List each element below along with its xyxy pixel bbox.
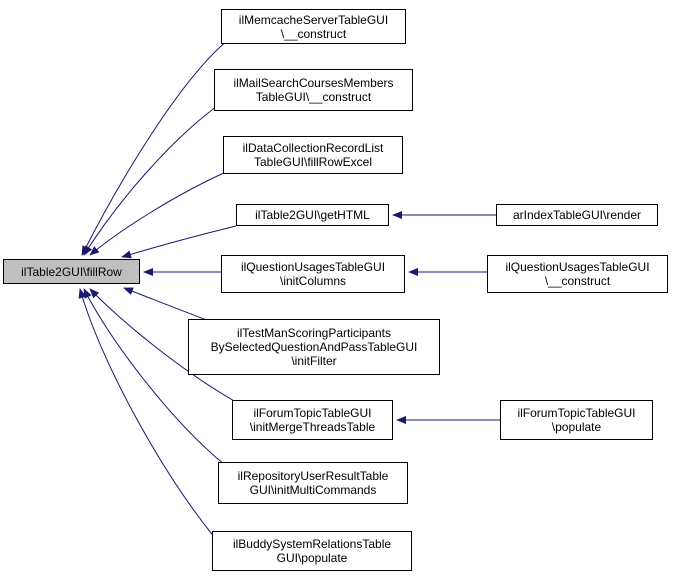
node-label-line: ilDataCollectionRecordList: [242, 141, 384, 155]
edge-buddy-to-fillRow: [78, 288, 216, 539]
node-label-line: ilQuestionUsagesTableGUI: [240, 260, 386, 274]
node-label-line: \initFilter: [291, 354, 337, 368]
node-label-line: ilForumTopicTableGUI: [517, 406, 636, 420]
edges: [78, 39, 500, 539]
edge-repository-to-fillRow: [83, 288, 226, 466]
node-label-line: \__construct: [280, 26, 347, 41]
edge-getHTML-to-fillRow: [121, 225, 237, 259]
node-label-line: ilRepositoryUserResultTable: [237, 469, 389, 483]
node-label-line: \populate: [551, 420, 602, 434]
node-label-line: ilTable2GUI\getHTML: [255, 208, 370, 222]
node-label-line: \__construct: [544, 274, 611, 288]
node-label-line: \initColumns: [279, 274, 347, 288]
node-label-line: arIndexTableGUI\render: [512, 208, 642, 222]
node-ilQuestionUsagesTableGUI-initColumns[interactable]: ilQuestionUsagesTableGUI\initColumns: [221, 255, 405, 293]
node-label-line: GUI\initMultiCommands: [249, 483, 377, 497]
node-ilForumTopicTableGUI-populate[interactable]: ilForumTopicTableGUI\populate: [500, 400, 653, 440]
edge-testman-to-fillRow: [123, 287, 213, 323]
node-label-line: ilMailSearchCoursesMembers: [233, 76, 394, 90]
node-arIndexTableGUI-render[interactable]: arIndexTableGUI\render: [496, 204, 658, 226]
node-label-line: ilBuddySystemRelationsTable: [232, 537, 392, 551]
edge-forumtopic-to-fillRow: [89, 288, 237, 403]
node-label-line: ilForumTopicTableGUI: [253, 406, 372, 420]
node-ilQuestionUsagesTableGUI-construct[interactable]: ilQuestionUsagesTableGUI\__construct: [487, 255, 668, 293]
node-ilTable2GUI-getHTML[interactable]: ilTable2GUI\getHTML: [236, 204, 389, 226]
node-label-line: TableGUI\fillRowExcel: [253, 155, 373, 169]
node-label-line: GUI\populate: [276, 551, 348, 565]
node-label-line: \initMergeThreadsTable: [249, 420, 376, 434]
edge-memcache-to-fillRow: [81, 39, 229, 256]
node-label-line: ilTestManScoringParticipants: [236, 326, 392, 340]
node-label-line: ilMemcacheServerTableGUI: [238, 12, 389, 27]
node-ilForumTopicTableGUI-initMergeThreadsTable[interactable]: ilForumTopicTableGUI\initMergeThreadsTab…: [232, 400, 393, 440]
node-label-line: ilQuestionUsagesTableGUI: [505, 260, 650, 274]
node-label-line: BySelectedQuestionAndPassTableGUI: [210, 340, 418, 354]
node-label-line: TableGUI\__construct: [255, 90, 372, 104]
node-ilMemcacheServerTableGUI-construct[interactable]: ilMemcacheServerTableGUI\__construct: [221, 9, 406, 44]
edge-mailsearch-to-fillRow: [83, 103, 221, 256]
edge-datacollection-to-fillRow: [89, 171, 227, 256]
node-label-line: ilTable2GUI\fillRow: [21, 264, 122, 279]
node-ilTable2GUI-fillRow: ilTable2GUI\fillRow: [3, 259, 140, 284]
